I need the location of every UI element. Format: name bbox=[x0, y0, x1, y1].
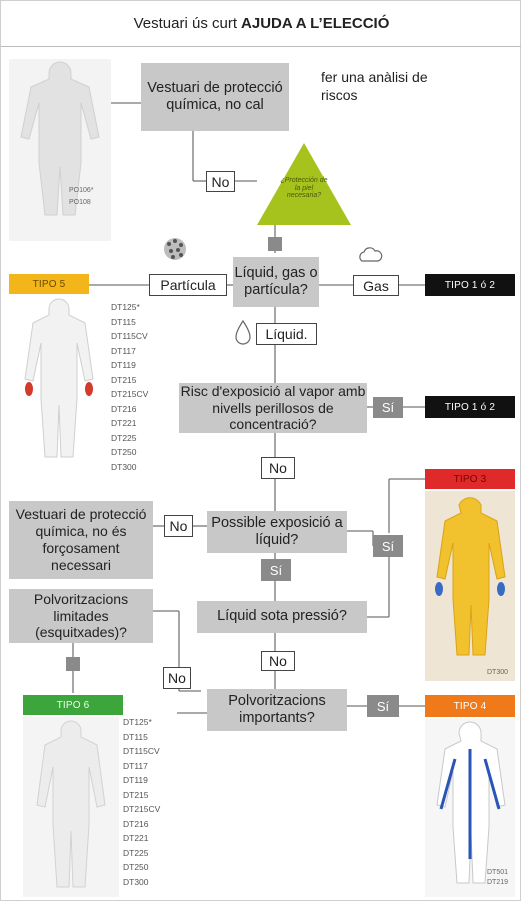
tipo5-code: DT221 bbox=[111, 418, 137, 428]
tipo5-suit-image bbox=[9, 297, 109, 467]
tipo6-code: DT215 bbox=[123, 789, 149, 800]
tipo5-code: DT117 bbox=[111, 345, 136, 356]
not-necessary-box: Vestuari de protecció química, no és for… bbox=[9, 501, 153, 579]
tipo12-banner-vapor: TIPO 1 ó 2 bbox=[425, 396, 515, 418]
no-label-top: No bbox=[206, 171, 235, 192]
tipo6-suit-image bbox=[23, 717, 119, 897]
tipo5-codes: DT125* DT115 DT115CV DT117 DT119 DT215 D… bbox=[111, 300, 148, 474]
vapor-question-box: Risc d'exposició al vapor amb nivells pe… bbox=[179, 382, 367, 433]
tipo5-code: DT225 bbox=[111, 432, 137, 443]
tipo6-code: DT225 bbox=[123, 847, 149, 858]
tipo3-suit-image: DT300 bbox=[425, 491, 515, 681]
coverall-suit-icon bbox=[36, 720, 106, 888]
state-question-box: Líquid, gas o partícula? bbox=[233, 257, 319, 307]
tipo6-code: DT215CV bbox=[123, 804, 161, 814]
tipo6-codes: DT125* DT115 DT115CV DT117 DT119 DT215 D… bbox=[123, 715, 160, 889]
liquid-exposure-box: Possible exposició a líquid? bbox=[207, 511, 347, 553]
small-connector-square bbox=[66, 657, 80, 671]
tipo3-banner: TIPO 3 bbox=[425, 469, 515, 489]
no-label-vapor: No bbox=[261, 457, 295, 479]
tipo5-code: DT215 bbox=[111, 374, 137, 385]
liquid-label: Líquid. bbox=[256, 323, 317, 345]
skin-protection-triangle bbox=[257, 143, 351, 225]
tipo6-code: DT216 bbox=[123, 818, 149, 829]
tipo5-code: DT215CV bbox=[111, 389, 149, 399]
gas-cloud-icon bbox=[359, 247, 383, 262]
tipo5-code: DT119 bbox=[111, 360, 136, 370]
page-header: Vestuari ús curt AJUDA A L’ELECCIÓ bbox=[1, 1, 521, 47]
tipo5-banner: TIPO 5 bbox=[9, 274, 89, 294]
tipo6-code: DT115 bbox=[123, 731, 148, 742]
tipo6-code: DT115CV bbox=[123, 746, 160, 756]
si-label-right: Sí bbox=[373, 535, 403, 557]
gas-label: Gas bbox=[353, 275, 399, 296]
no-label-exposure: No bbox=[164, 515, 193, 537]
tipo4-code: DT501 bbox=[487, 869, 509, 876]
triangle-question: ¿Protección de la piel necesaria? bbox=[280, 177, 328, 200]
header-title-bold: AJUDA A L’ELECCIÓ bbox=[241, 15, 390, 32]
coverall-suit-icon bbox=[436, 721, 506, 884]
tipo4-banner: TIPO 4 bbox=[425, 695, 515, 717]
tipo6-code: DT221 bbox=[123, 833, 149, 843]
code-top-left-2: PO108 bbox=[69, 199, 91, 206]
coverall-suit-icon bbox=[24, 298, 94, 458]
tipo5-code: DT216 bbox=[111, 403, 137, 414]
tipo3-code: DT300 bbox=[487, 669, 509, 676]
tipo12-banner-top: TIPO 1 ó 2 bbox=[425, 274, 515, 296]
risk-analysis-note: fer una anàlisi de riscos bbox=[321, 69, 428, 103]
tipo5-code: DT115 bbox=[111, 316, 136, 327]
tipo5-code: DT125* bbox=[111, 302, 140, 312]
particula-label: Partícula bbox=[149, 274, 227, 296]
tipo6-code: DT250 bbox=[123, 862, 149, 872]
tipo4-suit-image: DT501 DT219 bbox=[425, 719, 515, 897]
si-label-sprays: Sí bbox=[367, 695, 399, 717]
tipo6-code: DT125* bbox=[123, 717, 152, 727]
tipo6-banner: TIPO 6 bbox=[23, 695, 123, 715]
tipo4-code: DT219 bbox=[487, 879, 509, 886]
tipo6-code: DT119 bbox=[123, 775, 148, 785]
no-label-pressure: No bbox=[261, 651, 295, 671]
not-needed-box: Vestuari de protecció química, no cal bbox=[141, 63, 289, 131]
code-top-left-1: PO106* bbox=[69, 187, 94, 194]
tipo5-code: DT115CV bbox=[111, 331, 148, 341]
si-label-exposure: Sí bbox=[261, 559, 291, 581]
coverall-suit-icon bbox=[435, 497, 506, 656]
tipo6-code: DT300 bbox=[123, 876, 149, 887]
no-label-left: No bbox=[163, 667, 191, 689]
pressure-question-box: Líquid sota pressió? bbox=[197, 601, 367, 633]
important-sprays-box: Polvoritzacions importants? bbox=[207, 689, 347, 731]
si-label-vapor: Sí bbox=[373, 397, 403, 418]
particle-icon bbox=[164, 238, 186, 260]
tipo5-code: DT300 bbox=[111, 461, 137, 472]
faded-suit-image: PO106* PO108 bbox=[9, 59, 111, 241]
liquid-drop-icon bbox=[235, 319, 251, 345]
limited-sprays-box: Polvoritzacions limitades (esquitxades)? bbox=[9, 589, 153, 643]
tipo6-code: DT117 bbox=[123, 760, 148, 771]
tipo5-code: DT250 bbox=[111, 447, 137, 457]
header-title: Vestuari ús curt bbox=[133, 15, 238, 32]
small-connector-square bbox=[268, 237, 282, 251]
coverall-suit-icon bbox=[20, 61, 100, 216]
